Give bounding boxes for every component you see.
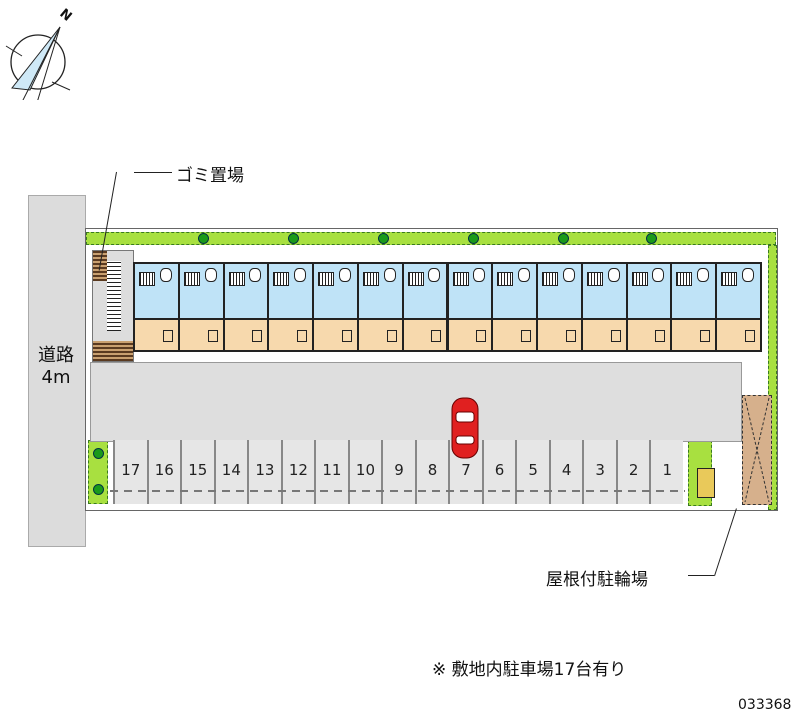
apartment-unit — [312, 262, 359, 352]
parking-space: 6 — [481, 440, 516, 504]
tree-icon — [93, 484, 104, 495]
parking-space: 17 — [113, 440, 147, 504]
bicycle-shed-label: 屋根付駐輪場 — [546, 570, 648, 590]
garbage-label: ゴミ置場 — [176, 166, 244, 186]
compass-icon — [5, 26, 71, 100]
apartment-unit — [222, 262, 270, 352]
tree-icon — [378, 233, 389, 244]
apartment-unit — [536, 262, 583, 352]
road — [28, 195, 86, 547]
hedge-top — [86, 232, 776, 245]
parking-line — [110, 490, 685, 492]
parking-space: 2 — [615, 440, 650, 504]
parking-space: 3 — [582, 440, 616, 504]
apartment-unit — [670, 262, 718, 352]
stairs — [107, 261, 121, 331]
tree-icon — [646, 233, 657, 244]
apartment-unit — [446, 262, 494, 352]
parking-space: 16 — [146, 440, 181, 504]
parking-space: 15 — [180, 440, 214, 504]
leader-line — [714, 508, 737, 577]
leader-line — [134, 172, 172, 173]
parking-space: 13 — [247, 440, 281, 504]
parking-space: 4 — [548, 440, 583, 504]
hedge-right — [768, 245, 777, 510]
parking-space: 8 — [414, 440, 449, 504]
apartment-unit — [580, 262, 628, 352]
apartment-unit — [133, 262, 180, 352]
tree-icon — [93, 448, 104, 459]
apartment-unit — [715, 262, 762, 352]
parking-space: 11 — [314, 440, 348, 504]
parking-space: 14 — [213, 440, 248, 504]
leader-line — [688, 575, 714, 576]
apartment-unit — [177, 262, 225, 352]
bicycle-shed — [742, 395, 772, 505]
parking-lot — [90, 362, 742, 442]
apartment-unit — [401, 262, 449, 352]
parking-note: ※ 敷地内駐車場17台有り — [432, 660, 627, 680]
car-icon — [451, 397, 479, 459]
parking-space: 12 — [280, 440, 315, 504]
tree-icon — [288, 233, 299, 244]
apartment-unit — [491, 262, 539, 352]
parking-space: 5 — [515, 440, 549, 504]
parking-space: 1 — [649, 440, 683, 504]
reference-code: 033368 — [738, 697, 792, 713]
apartment-unit — [356, 262, 404, 352]
tree-icon — [468, 233, 479, 244]
parking-space: 10 — [347, 440, 382, 504]
tree-icon — [558, 233, 569, 244]
parking-space: 9 — [381, 440, 415, 504]
tree-icon — [198, 233, 209, 244]
bike-rack-small — [697, 468, 715, 498]
apartment-unit — [625, 262, 673, 352]
apartment-unit — [267, 262, 315, 352]
